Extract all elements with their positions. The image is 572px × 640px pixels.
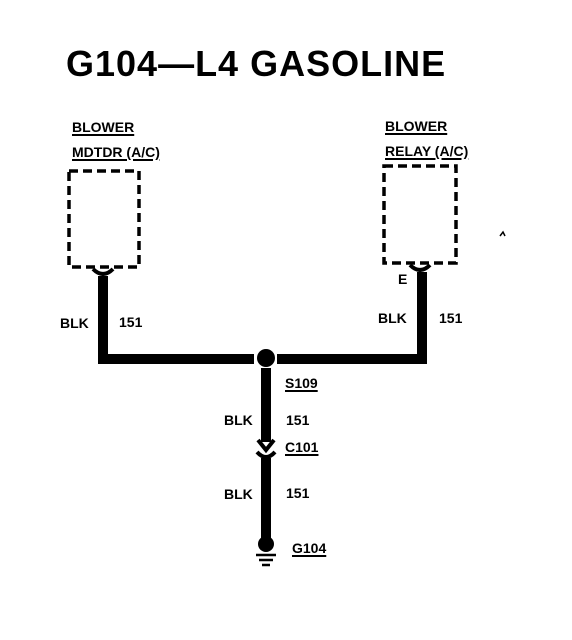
wire-right [277, 272, 427, 364]
stray-mark [499, 230, 506, 237]
wire-right-circuit: 151 [439, 310, 463, 326]
connector-label: C101 [285, 439, 319, 455]
blower-motor-terminal [91, 267, 115, 276]
blower-relay-label-line1: BLOWER [385, 118, 448, 134]
blower-relay-box [382, 164, 458, 265]
connector-c101-male [256, 438, 276, 454]
blower-relay-label-line2: RELAY (A/C) [385, 143, 469, 159]
diagram-title: G104—L4 GASOLINE [66, 43, 447, 84]
wire-left-color: BLK [60, 315, 89, 331]
wire-splice-connector-color: BLK [224, 412, 253, 428]
splice-label: S109 [285, 375, 318, 391]
wire-connector-ground-circuit: 151 [286, 485, 310, 501]
wire-connector-ground-color: BLK [224, 486, 253, 502]
ground-g104-dot [258, 536, 274, 552]
blower-motor-box [67, 169, 141, 269]
blower-relay-terminal [408, 263, 432, 272]
connector-c101-female [255, 450, 277, 459]
wire-splice-connector-circuit: 151 [286, 412, 310, 428]
splice-s109-dot [257, 349, 275, 367]
wire-left-circuit: 151 [119, 314, 143, 330]
blower-motor-label-line1: BLOWER [72, 119, 135, 135]
wire-right-color: BLK [378, 310, 407, 326]
wire-left [98, 276, 254, 364]
blower-relay-pin-label: E [398, 271, 408, 287]
ground-label: G104 [292, 540, 327, 556]
blower-motor-label-line2: MDTDR (A/C) [72, 144, 160, 160]
